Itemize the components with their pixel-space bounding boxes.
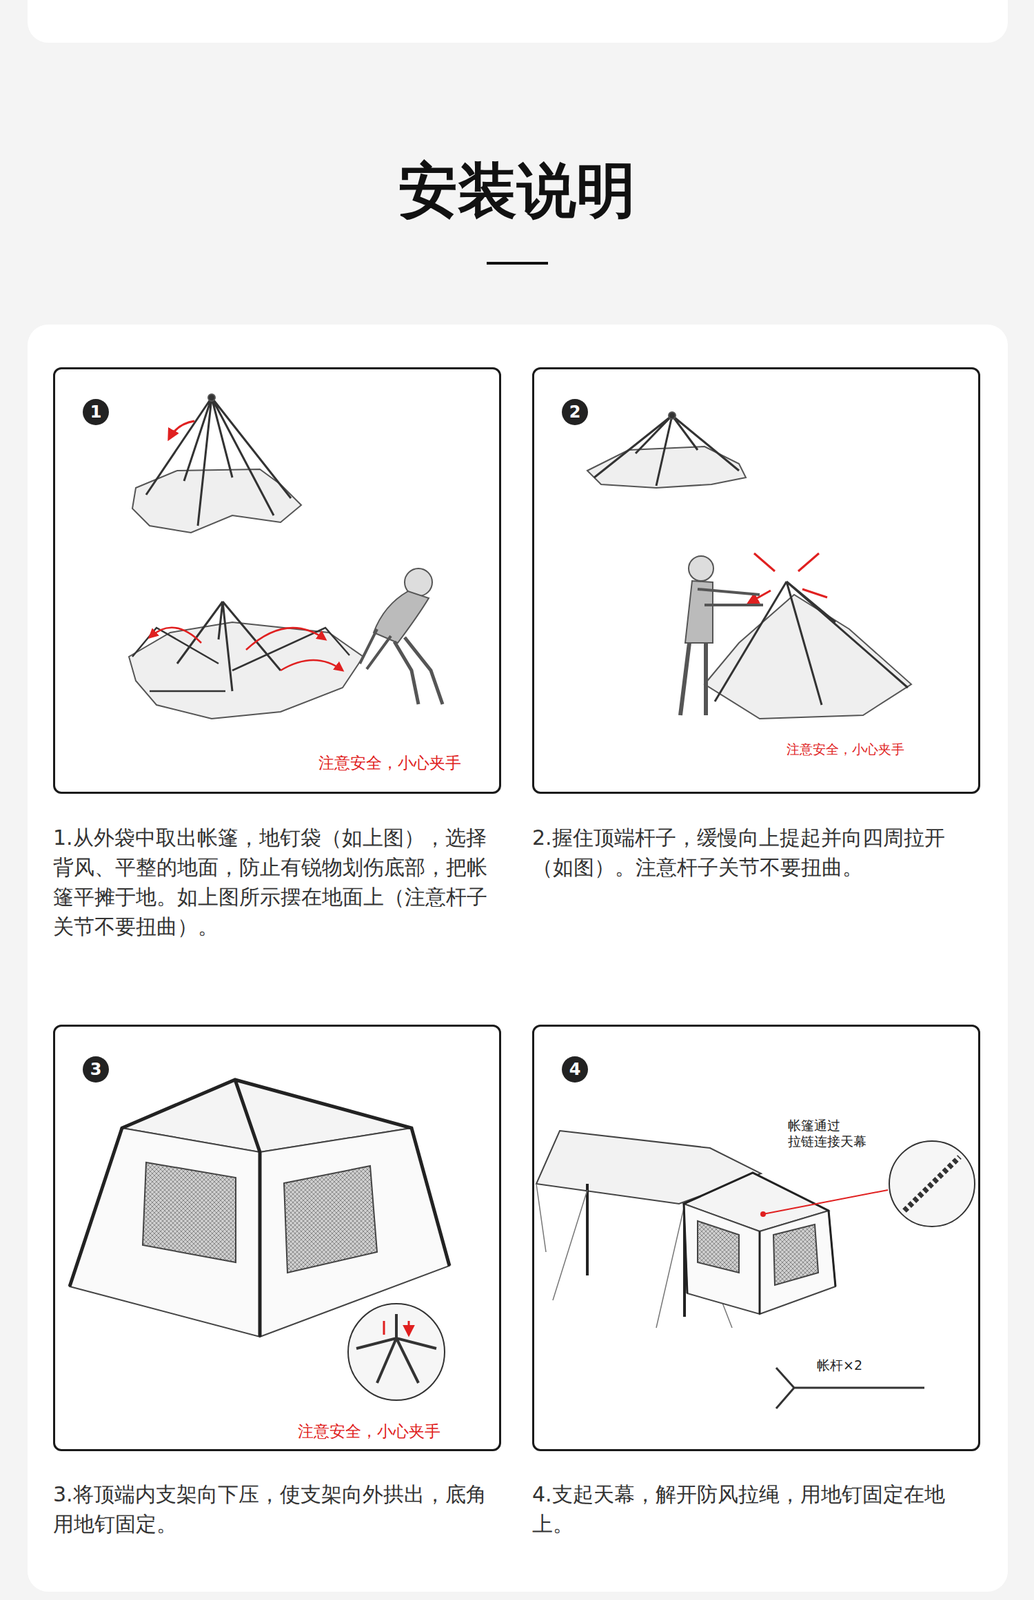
- step-panel: 注意安全，小心夹手 2: [532, 367, 981, 795]
- art-path: [763, 1190, 888, 1215]
- safety-note: 注意安全，小心夹手: [318, 754, 462, 774]
- art-polygon: [128, 622, 364, 719]
- art-path: [697, 589, 764, 606]
- art-polygon: [759, 1211, 836, 1315]
- art-path: [132, 627, 350, 692]
- page-title: 安装说明: [0, 155, 1034, 227]
- step-panel: 注意安全，小心夹手 3: [53, 1025, 502, 1452]
- art-path: [373, 591, 429, 644]
- step2-art: [587, 412, 912, 719]
- number-text: 2: [569, 402, 582, 423]
- step-number: 2: [561, 399, 589, 426]
- art-circle: [348, 1304, 445, 1401]
- art-circle: [889, 1141, 975, 1228]
- step-caption: 1.从外袋中取出帐篷，地钉袋（如上图），选择背风、平整的地面，防止有锐物划伤底部…: [53, 823, 502, 942]
- step-caption: 3.将顶端内支架向下压，使支架向外拱出，底角用地钉固定。: [53, 1479, 502, 1540]
- pole-count: 帐杆×2: [816, 1357, 863, 1374]
- step-number: 4: [561, 1056, 589, 1083]
- top-card: [27, 0, 1008, 43]
- art-path: [748, 553, 828, 604]
- art-path: [594, 415, 739, 486]
- step-panel: 注意安全，小心夹手 1: [53, 367, 502, 795]
- art-polygon: [284, 1166, 378, 1274]
- art-path: [177, 601, 281, 692]
- art-polygon: [587, 446, 746, 489]
- step1-art: [128, 394, 443, 719]
- art-polygon: [683, 1204, 760, 1315]
- step-panel: 帐篷通过 拉链连接天幕帐杆×2 4: [532, 1025, 981, 1452]
- safety-note: 注意安全，小心夹手: [297, 1422, 441, 1443]
- art-path: [904, 1157, 960, 1212]
- art-path: [776, 1368, 925, 1409]
- art-path: [394, 637, 443, 705]
- safety-note: 注意安全，小心夹手: [786, 741, 905, 758]
- step-caption: 2.握住顶端杆子，缓慢向上提起并向四周拉开（如图）。注意杆子关节不要扭曲。: [532, 823, 981, 883]
- art-circle: [208, 394, 216, 402]
- art-path: [356, 1314, 437, 1384]
- art-path: [359, 629, 391, 670]
- art-polygon: [773, 1224, 819, 1286]
- title-dash: [486, 261, 549, 265]
- art-path: [246, 627, 326, 651]
- art-path: [683, 1173, 836, 1315]
- step-number: 1: [82, 399, 109, 426]
- art-path: [168, 421, 195, 440]
- art-circle: [668, 412, 676, 420]
- step3-art: [69, 1080, 450, 1401]
- art-polygon: [697, 1221, 739, 1274]
- art-path: [383, 1321, 409, 1336]
- number-text: 4: [569, 1060, 582, 1081]
- art-polygon: [69, 1128, 260, 1338]
- art-path: [280, 660, 343, 671]
- step4-art: [536, 1131, 975, 1409]
- zipper-note: 帐篷通过 拉链连接天幕: [787, 1118, 880, 1150]
- step-number: 3: [82, 1056, 109, 1083]
- art-path: [587, 1184, 685, 1318]
- step-caption: 4.支起天幕，解开防风拉绳，用地钉固定在地上。: [532, 1479, 981, 1540]
- art-path: [149, 627, 202, 644]
- art-polygon: [142, 1162, 236, 1263]
- art-path: [146, 397, 291, 526]
- art-path: [69, 1080, 450, 1338]
- art-path: [680, 643, 706, 716]
- art-circle: [688, 556, 714, 582]
- number-text: 1: [90, 402, 103, 423]
- number-text: 3: [90, 1060, 103, 1081]
- art-circle: [760, 1211, 766, 1218]
- art-path: [714, 581, 908, 706]
